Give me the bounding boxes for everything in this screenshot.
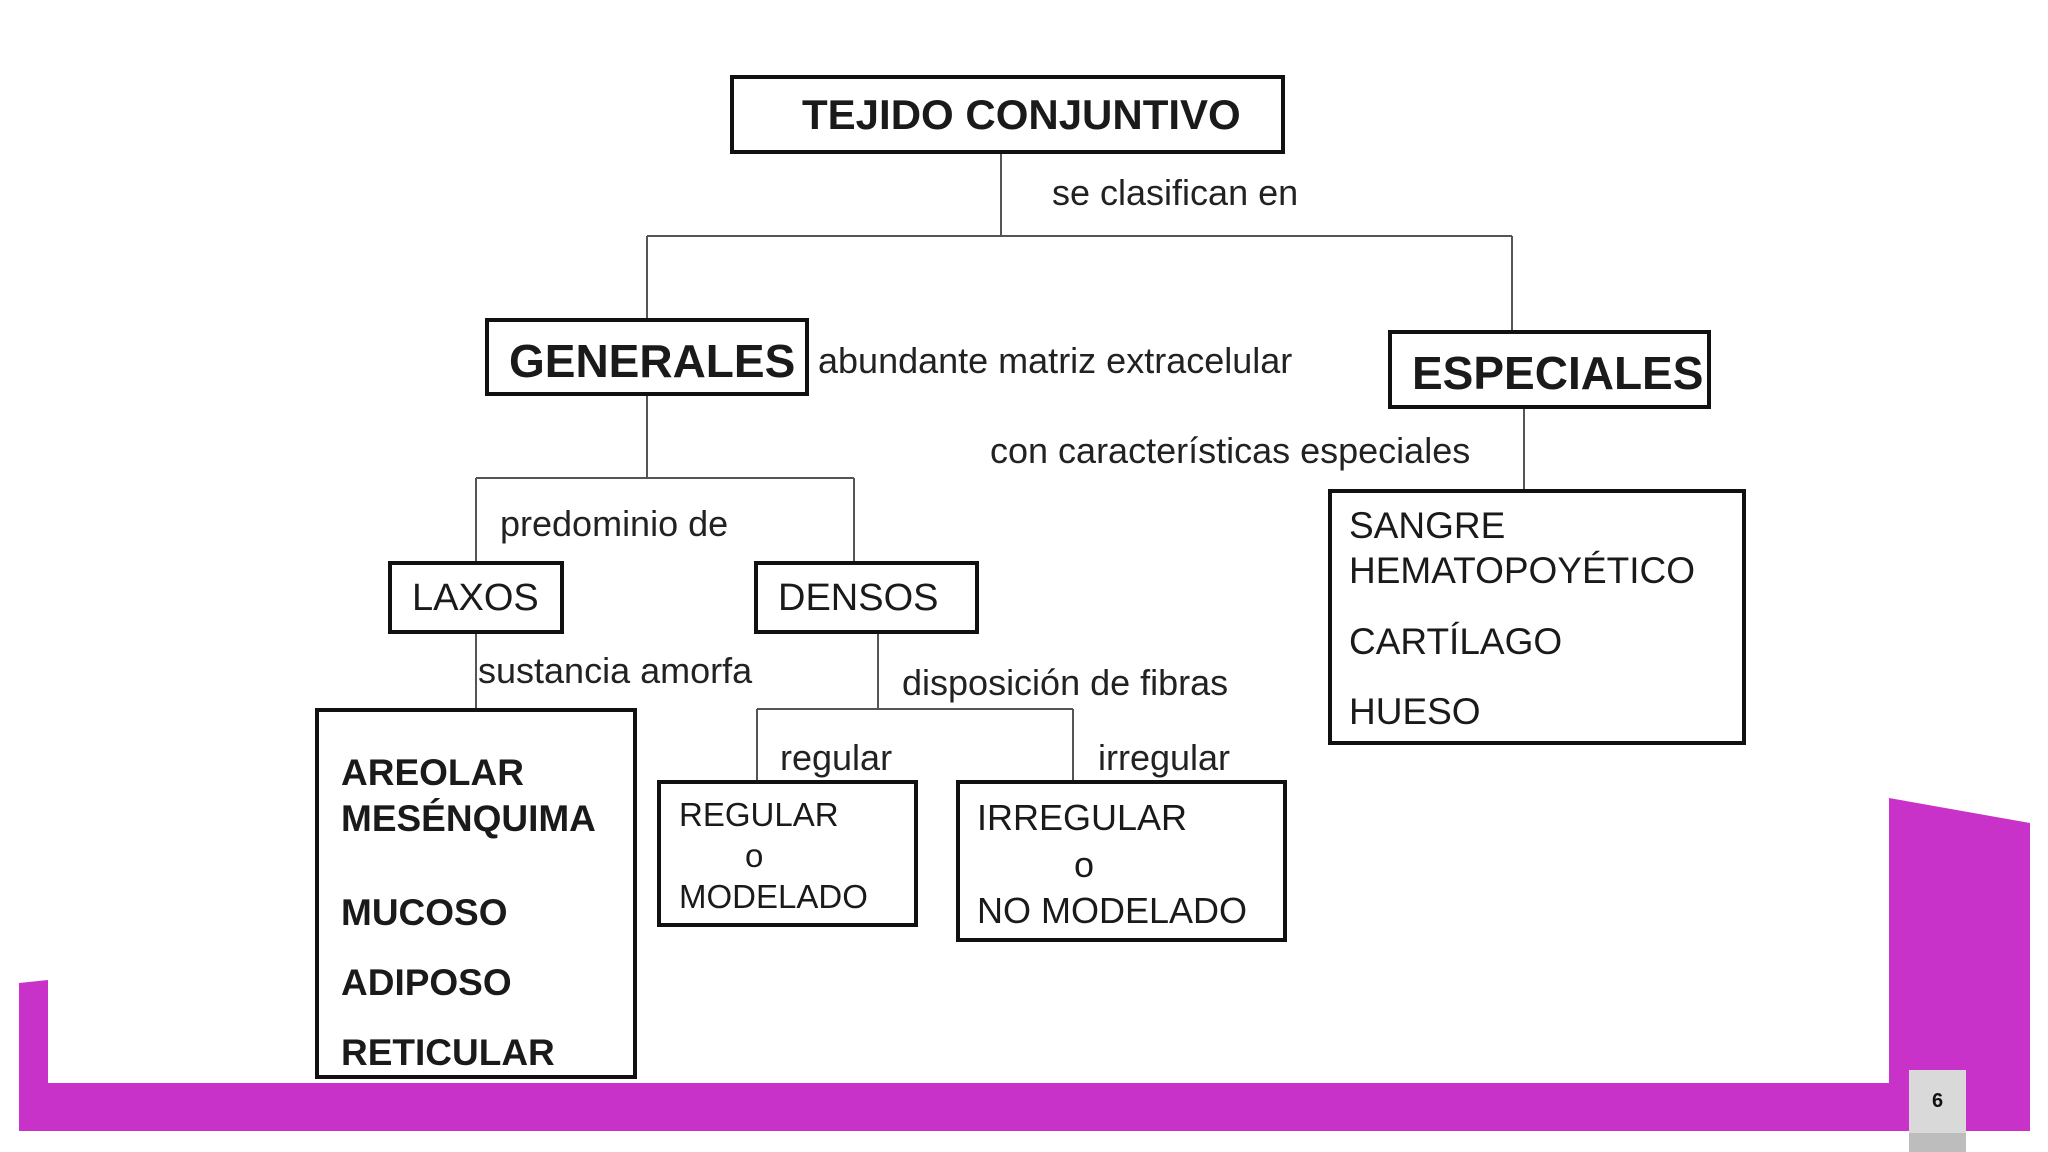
regular-line-2: o	[745, 837, 764, 874]
node-laxos-types: AREOLAR MESÉNQUIMA MUCOSO ADIPOSO RETICU…	[315, 708, 637, 1079]
tissue-type-mesenquima: MESÉNQUIMA	[341, 798, 596, 839]
node-tejido-conjuntivo: TEJIDO CONJUNTIVO	[730, 75, 1285, 154]
page-number-tab	[1909, 1133, 1966, 1152]
node-laxos: LAXOS	[388, 561, 564, 634]
footer-frame	[19, 798, 2030, 1131]
node-label: ESPECIALES	[1412, 347, 1704, 399]
node-generales: GENERALES	[485, 318, 809, 396]
edge-label-regular: regular	[780, 737, 893, 778]
tissue-type-hematopoyetico: HEMATOPOYÉTICO	[1349, 550, 1696, 591]
node-label: GENERALES	[509, 335, 796, 387]
irregular-line-2: o	[1074, 844, 1095, 885]
node-label: LAXOS	[412, 577, 539, 619]
node-label: DENSOS	[778, 577, 939, 619]
node-densos: DENSOS	[754, 561, 979, 634]
edge-label-matriz-extracelular: abundante matriz extracelular	[818, 340, 1293, 381]
node-especiales: ESPECIALES	[1388, 330, 1711, 409]
node-irregular-no-modelado: IRREGULAR o NO MODELADO	[956, 780, 1287, 942]
edge-label-se-clasifican-en: se clasifican en	[1052, 172, 1299, 213]
edge-label-disposicion-de-fibras: disposición de fibras	[902, 662, 1229, 703]
edge-label-sustancia-amorfa: sustancia amorfa	[478, 650, 753, 691]
tissue-type-mucoso: MUCOSO	[341, 892, 508, 933]
node-regular-modelado: REGULAR o MODELADO	[657, 780, 918, 927]
tissue-type-sangre: SANGRE	[1349, 505, 1506, 546]
node-label: TEJIDO CONJUNTIVO	[802, 91, 1241, 138]
page-number: 6	[1909, 1070, 1966, 1133]
edge-label-caracteristicas-especiales: con características especiales	[990, 430, 1471, 471]
irregular-line-3: NO MODELADO	[977, 890, 1248, 931]
edge-label-predominio-de: predominio de	[500, 503, 729, 544]
regular-line-3: MODELADO	[679, 878, 868, 915]
tissue-type-hueso: HUESO	[1349, 691, 1481, 732]
regular-line-1: REGULAR	[679, 796, 839, 833]
irregular-line-1: IRREGULAR	[977, 797, 1188, 838]
node-especiales-types: SANGRE HEMATOPOYÉTICO CARTÍLAGO HUESO	[1328, 489, 1746, 745]
tissue-type-reticular: RETICULAR	[341, 1032, 555, 1073]
tissue-type-adiposo: ADIPOSO	[341, 962, 512, 1003]
tissue-type-cartilago: CARTÍLAGO	[1349, 621, 1563, 662]
tissue-type-areolar: AREOLAR	[341, 752, 524, 793]
edge-label-irregular: irregular	[1098, 737, 1231, 778]
